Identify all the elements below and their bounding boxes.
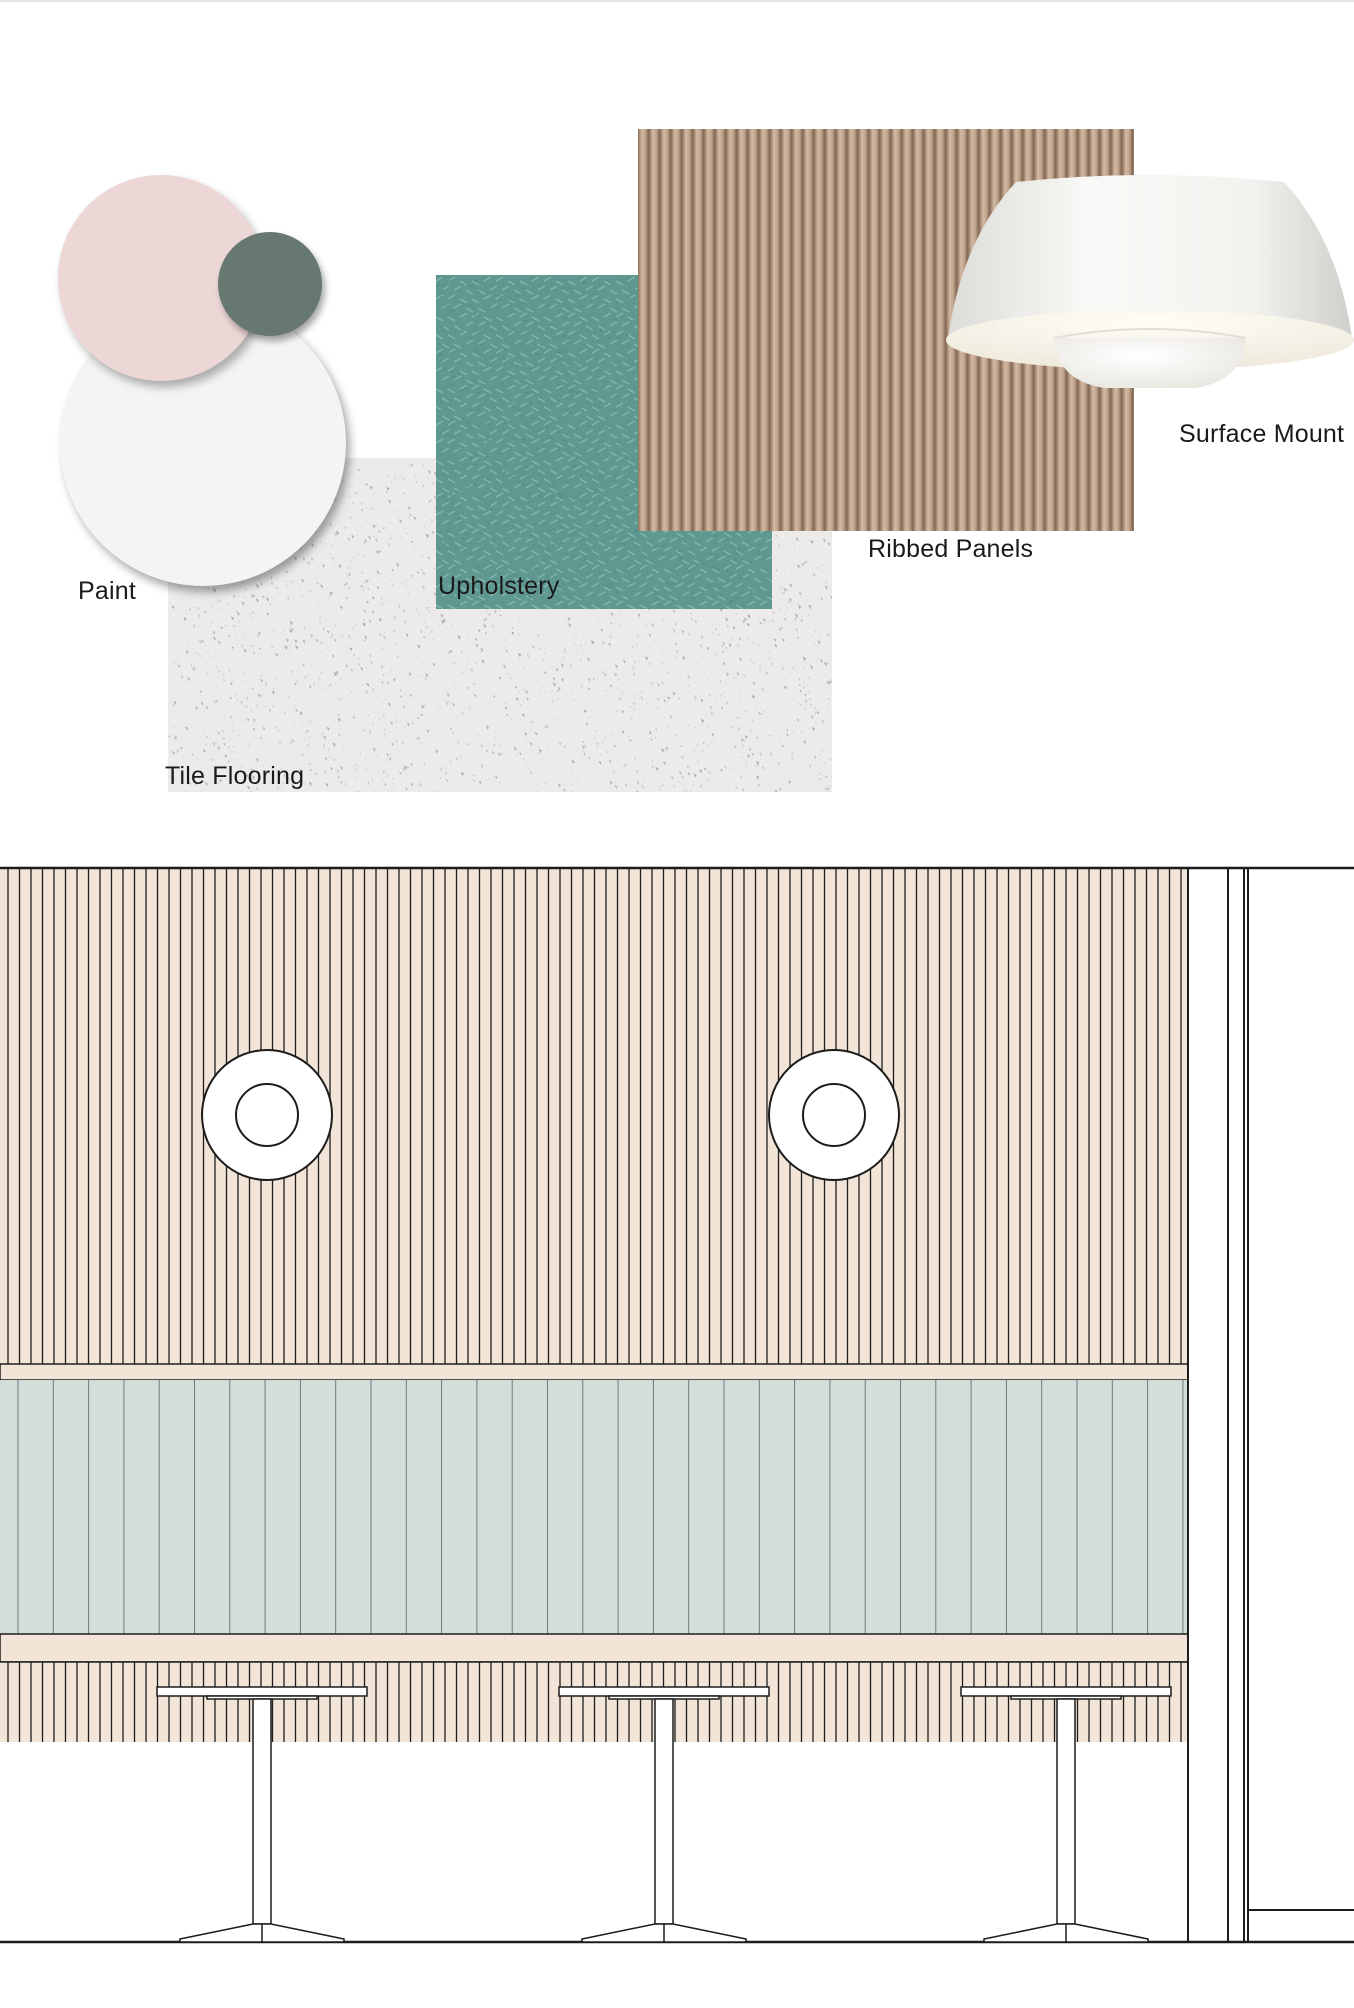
bistro-table [156,1686,368,1943]
table-top [558,1686,770,1697]
ribbed-panels-label: Ribbed Panels [868,535,1034,563]
table-column [1056,1698,1076,1925]
bench-top [0,1633,1189,1663]
wall-sconce [201,1049,333,1181]
sconce-inner-disc [802,1083,866,1147]
table-column [654,1698,674,1925]
wainscot-board-lines [17,1380,1184,1634]
wall-elevation-drawing [0,866,1354,1944]
tile-flooring-label: Tile Flooring [165,762,305,790]
surface-mount-lamp-image [946,175,1354,388]
paint-swatch-green [218,232,322,336]
bistro-table [558,1686,770,1943]
wainscot-panel [0,1380,1188,1636]
bistro-table [960,1686,1172,1943]
top-rule [0,0,1354,2]
table-top [156,1686,368,1697]
upholstery-label: Upholstery [438,572,560,600]
surface-mount-label: Surface Mount [1179,420,1345,448]
sconce-inner-disc [235,1083,299,1147]
wall-sconce [768,1049,900,1181]
material-board: Paint Upholstery Ribbed Panels Surface M… [0,0,1354,820]
cap-rail [0,1363,1189,1381]
table-top [960,1686,1172,1697]
table-column [252,1698,272,1925]
column-frame [1188,868,1248,1942]
paint-label: Paint [78,577,136,605]
